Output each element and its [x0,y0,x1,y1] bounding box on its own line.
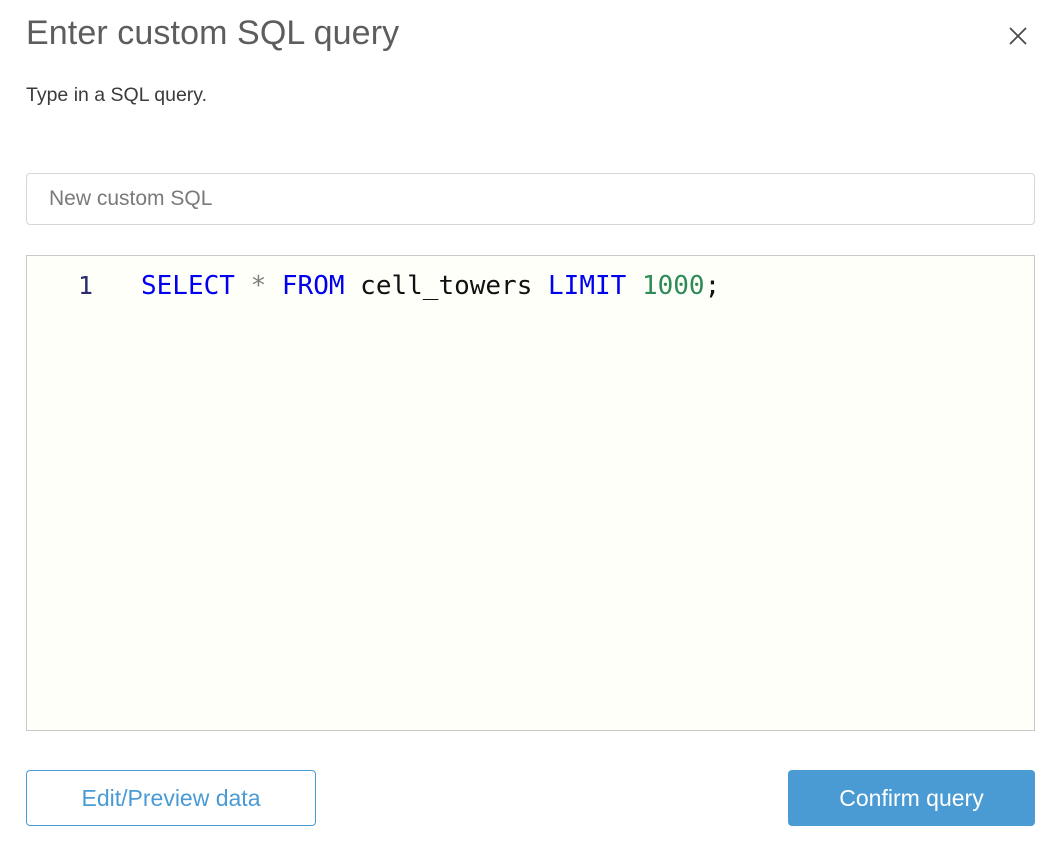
sql-token-plain [345,271,361,301]
sql-token-punct: ; [704,271,721,301]
sql-token-plain [266,271,282,301]
sql-token-number: 1000 [641,271,705,301]
query-name-input[interactable] [26,173,1035,225]
sql-token-plain [626,271,642,301]
edit-preview-data-button[interactable]: Edit/Preview data [26,770,316,826]
sql-token-keyword: LIMIT [548,271,627,301]
confirm-query-button[interactable]: Confirm query [788,770,1035,826]
code-content: SELECT * FROM cell_towers LIMIT 1000; [93,266,720,306]
sql-token-plain [532,271,548,301]
line-number-gutter: 1 [77,271,93,300]
sql-token-keyword: SELECT [141,271,235,301]
sql-editor[interactable]: 1 SELECT * FROM cell_towers LIMIT 1000; [26,255,1035,731]
sql-token-plain [235,271,251,301]
sql-token-ident: cell_towers [360,271,533,301]
sql-token-operator: * [250,271,267,301]
code-line: 1 SELECT * FROM cell_towers LIMIT 1000; [27,266,1034,306]
page-title: Enter custom SQL query [26,14,400,52]
sql-token-keyword: FROM [281,271,345,301]
dialog-subtitle: Type in a SQL query. [26,84,208,106]
close-icon[interactable] [1000,18,1036,54]
